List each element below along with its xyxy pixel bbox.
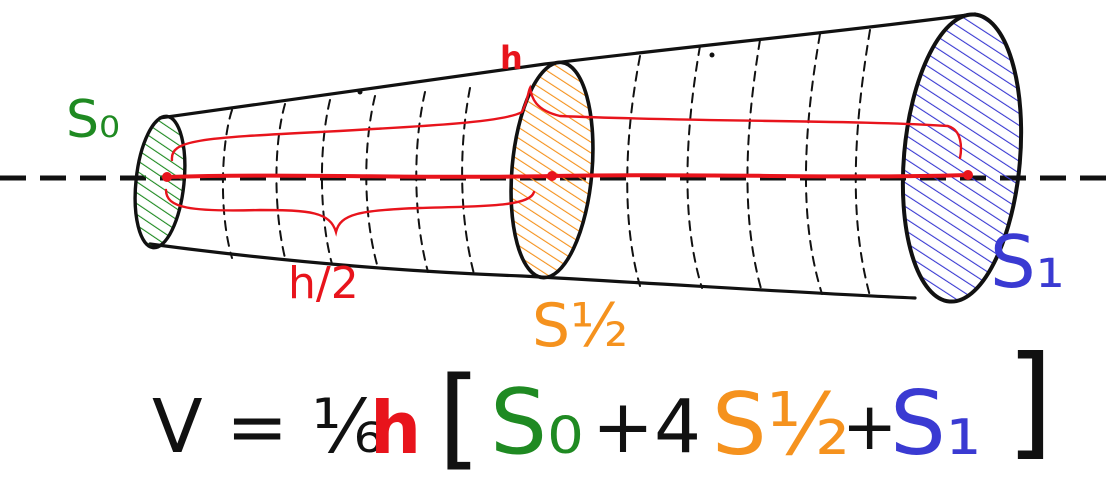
- formula-s0: S₀: [490, 370, 584, 475]
- frustum-top-edge: [158, 12, 977, 120]
- section-s-half: [509, 60, 595, 280]
- formula-s1: S₁: [890, 372, 982, 475]
- formula-open-bracket: [: [438, 353, 481, 481]
- label-h: h: [500, 39, 523, 77]
- brace-h-half: [164, 188, 536, 237]
- label-s-half: S½: [532, 291, 629, 361]
- formula-plus-four: +4: [592, 384, 702, 470]
- label-s0: S₀: [66, 90, 120, 150]
- red-axis: [163, 173, 970, 179]
- label-s1: S₁: [990, 220, 1065, 304]
- brace-h: [170, 84, 963, 162]
- point-s0: [162, 172, 172, 182]
- label-h-half: h/2: [288, 258, 359, 309]
- formula-close-bracket: ]: [1006, 330, 1054, 472]
- point-s-half: [547, 171, 557, 181]
- section-s0: [133, 114, 187, 250]
- dashed-cross-sections: [221, 29, 871, 297]
- formula-h: h: [370, 386, 422, 470]
- formula-lhs: V = ⅙: [152, 384, 384, 470]
- section-s1: [900, 12, 1024, 304]
- point-s1: [963, 170, 973, 180]
- formula-plus: +: [842, 388, 898, 465]
- frustum-bottom-edge: [148, 242, 917, 300]
- formula-s-half: S½: [712, 375, 850, 475]
